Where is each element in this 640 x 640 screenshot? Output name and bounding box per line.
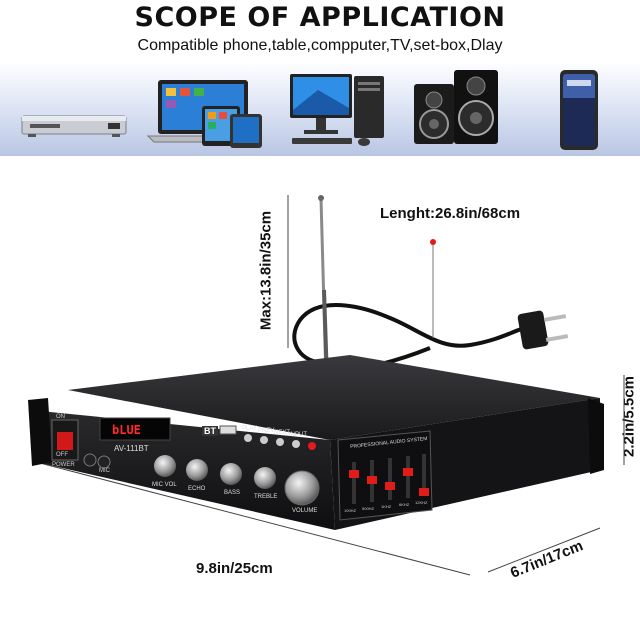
play-button[interactable] (244, 434, 252, 442)
power-cable (292, 303, 526, 364)
left-handle (28, 398, 52, 466)
bt-label: BT (202, 426, 218, 436)
led-display (99, 417, 171, 441)
power-on-label: ON (56, 414, 65, 420)
power-label: POWER (52, 462, 75, 468)
usb-port[interactable] (219, 425, 237, 435)
eq-band-2: 500HZ (362, 506, 375, 511)
eq-band-1: 100HZ (344, 508, 357, 513)
treble-knob[interactable] (254, 467, 276, 489)
cable-length-label: Lenght:26.8in/68cm (380, 205, 521, 222)
power-switch[interactable] (57, 432, 73, 450)
eq-band-3: 1KHZ (381, 504, 392, 509)
eq-slider-2[interactable] (367, 476, 377, 484)
eq-slider-1[interactable] (349, 470, 359, 478)
next-button[interactable] (276, 438, 284, 446)
chassis-top (68, 355, 600, 440)
eq-band-4: 6KHZ (399, 502, 410, 507)
desktop-computer-icon (290, 74, 384, 146)
eq-slider-4[interactable] (403, 468, 413, 476)
width-dimension-line (35, 461, 471, 576)
mic-vol-label: MIC VOL (152, 482, 177, 488)
device-band (0, 62, 640, 156)
display-text: bLUE (112, 423, 141, 437)
laptop-tablet-icon (146, 80, 262, 148)
mic-jack-2[interactable] (97, 455, 111, 469)
mic-vol-knob[interactable] (154, 455, 176, 477)
depth-dimension-line (487, 527, 601, 573)
bass-knob[interactable] (220, 463, 242, 485)
mic-label: MIC (99, 468, 110, 474)
treble-label: TREBLE (254, 494, 278, 500)
width-label: 9.8in/25cm (196, 560, 273, 577)
echo-knob[interactable] (186, 459, 208, 481)
set-top-box-icon (21, 115, 127, 137)
model-label: AV-111BT (114, 444, 149, 453)
eq-slider-3[interactable] (385, 482, 395, 490)
eq-band-5: 12KHZ (415, 500, 428, 505)
cable-end-dot (430, 239, 436, 245)
compatibility-subtitle: Compatible phone,table,compputer,TV,set-… (137, 37, 503, 54)
speakers-icon (414, 70, 498, 144)
play-label: PLAY (242, 426, 257, 432)
volume-knob[interactable] (284, 470, 320, 506)
input-button[interactable] (292, 440, 300, 448)
power-plug (517, 310, 549, 350)
prev-label: PREV (258, 428, 275, 434)
eq-slider-5[interactable] (419, 488, 429, 496)
volume-label: VOLUME (292, 508, 318, 514)
page-title: SCOPE OF APPLICATION (134, 2, 506, 33)
power-indicator (308, 442, 316, 450)
echo-label: ECHO (188, 486, 206, 492)
power-off-label: OFF (56, 452, 68, 458)
smartphone-icon (560, 70, 598, 150)
mic-jack-1[interactable] (83, 453, 97, 467)
prev-button[interactable] (260, 436, 268, 444)
next-label: NEXT (274, 430, 291, 436)
bass-label: BASS (224, 490, 241, 496)
input-label: INPUT (289, 432, 307, 438)
